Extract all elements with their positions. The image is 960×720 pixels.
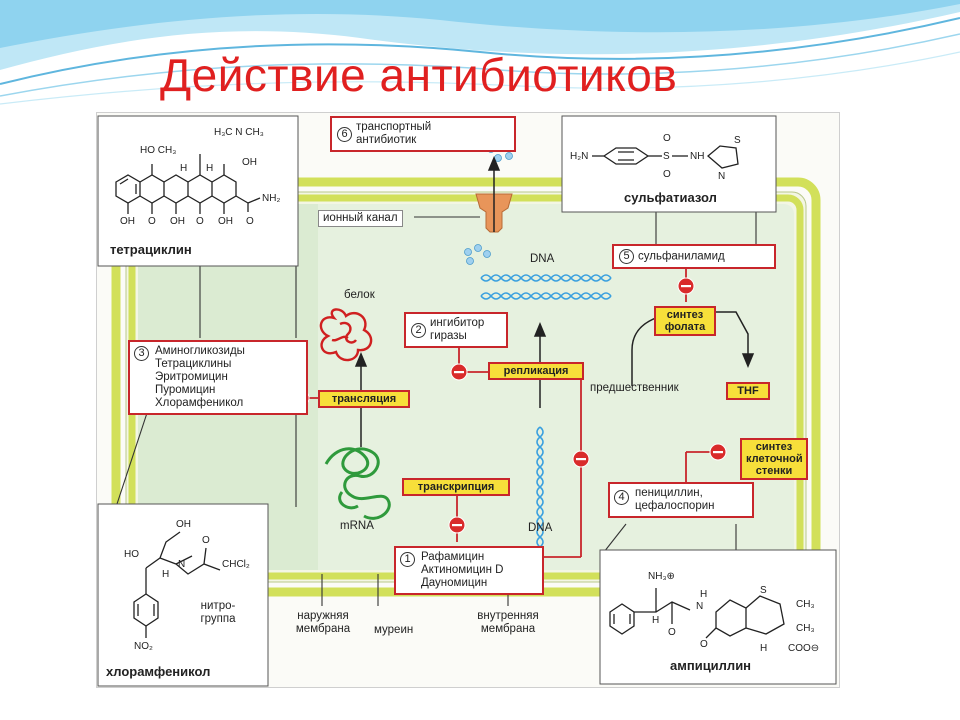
sulfanilamide-label: 5 сульфаниламид: [612, 244, 776, 269]
ampicillin-s: S: [760, 585, 767, 596]
tetracycline-oh-mid: OH: [170, 216, 185, 227]
ribosome-item-erythromycin: Эритромицин: [155, 371, 228, 383]
sulfathiazole-panel: [561, 115, 777, 213]
dna-bottom-label: DNA: [528, 522, 553, 534]
inner-membrane-label: внутренняя мембрана: [477, 610, 539, 635]
penicillin-label: 4 пенициллин, цефалоспорин: [608, 482, 754, 518]
chloramphenicol-structure: [133, 531, 221, 638]
tetracycline-nh2: NH₂: [262, 193, 281, 204]
rifamycin-item-rifamycin: Рафамицин: [421, 551, 485, 563]
ribosome-antibiotics-box: 3 Аминогликозиды Тетрациклины Эритромици…: [128, 340, 308, 415]
protein-icon: [319, 308, 373, 362]
step-number-1: 1: [400, 552, 415, 567]
step-number-4: 4: [614, 490, 629, 505]
tetracycline-panel: [97, 115, 299, 267]
sulfathiazole-structure: [592, 145, 739, 169]
thf-label: THF: [726, 382, 770, 400]
transport-antibiotic-label: 6транспортный антибиотик: [330, 116, 516, 152]
sulfathiazole-caption: сульфатиазол: [624, 190, 717, 205]
sulfathiazole-h2n: H₂N: [570, 151, 589, 162]
chloramphenicol-h: H: [162, 569, 170, 580]
sulfathiazole-s-ring: S: [734, 135, 741, 146]
page-title: Действие антибиотиков: [160, 49, 678, 101]
tetracycline-o3: O: [246, 216, 254, 227]
tetracycline-oh-right: OH: [242, 157, 257, 168]
rifamycin-item-daunomycin: Дауномицин: [421, 577, 488, 589]
tetracycline-oh3: OH: [218, 216, 233, 227]
ribosome-item-tetracyclines: Тетрациклины: [155, 358, 232, 370]
sulfathiazole-o-top: O: [663, 133, 671, 144]
tetracycline-structure: [115, 154, 261, 214]
ampicillin-ch3a: CH₃: [796, 599, 815, 610]
mrna-label: mRNA: [340, 520, 374, 532]
chloramphenicol-caption: хлорамфеникол: [106, 664, 211, 679]
ampicillin-coo: COO⊖: [788, 643, 820, 654]
sulfathiazole-o-bottom: O: [663, 169, 671, 180]
ampicillin-structure: [609, 588, 785, 639]
precursor-label: предшественник: [590, 382, 679, 394]
protein-label: белок: [344, 289, 375, 301]
ampicillin-ch3b: CH₃: [796, 623, 815, 634]
ribosome-item-aminoglycosides: Аминогликозиды: [155, 345, 245, 357]
penicillin-text: пенициллин, цефалоспорин: [635, 487, 715, 512]
step-number-3: 3: [134, 346, 149, 361]
gyrase-inhibitor-label: 2ингибитор гиразы: [404, 312, 508, 348]
transport-antibiotic-text: транспортный антибиотик: [356, 121, 432, 146]
rifamycin-box: 1 Рафамицин Актиномицин D Дауномицин: [394, 546, 544, 595]
transcription-label: транскрипция: [402, 478, 510, 496]
mrna-strand: [324, 447, 391, 520]
tetracycline-ho-ch3: HO CH₃: [140, 145, 177, 156]
chloramphenicol-o: O: [202, 535, 210, 546]
dna-helix-top: [480, 274, 612, 300]
ampicillin-o1: O: [668, 627, 676, 638]
ampicillin-nh3: NH₃⊕: [648, 571, 675, 582]
step-number-5: 5: [619, 249, 634, 264]
outer-membrane-label: наружняя мембрана: [295, 610, 351, 635]
sulfathiazole-s: S: [663, 151, 670, 162]
sulfathiazole-nh: NH: [690, 151, 705, 162]
ampicillin-n: N: [696, 601, 704, 612]
ampicillin-panel: [599, 549, 837, 685]
tetracycline-oh-bottom-left: OH: [120, 216, 135, 227]
step-number-6: 6: [337, 126, 352, 142]
chloramphenicol-panel: [97, 503, 269, 687]
ampicillin-h3: H: [760, 643, 768, 654]
translation-label: трансляция: [318, 390, 410, 408]
chloramphenicol-n: N: [178, 559, 186, 570]
tetracycline-o1: O: [148, 216, 156, 227]
tetracycline-h1: H: [180, 163, 188, 174]
tetracycline-h2: H: [206, 163, 214, 174]
sulfathiazole-n-ring: N: [718, 171, 726, 182]
sulfanilamide-text: сульфаниламид: [638, 250, 725, 263]
tetracycline-me2n: H₃C N CH₃: [214, 127, 264, 138]
gyrase-inhibitor-text: ингибитор гиразы: [430, 317, 485, 342]
cell-wall-synthesis-label: синтез клеточной стенки: [740, 438, 808, 480]
ampicillin-o2: O: [700, 639, 708, 650]
ion-channel-label: ионный канал: [318, 210, 403, 227]
murein-label: муреин: [374, 624, 414, 636]
ampicillin-h2: H: [652, 615, 660, 626]
rifamycin-item-actinomycin: Актиномицин D: [421, 564, 504, 576]
chloramphenicol-no2: NO₂: [134, 641, 153, 652]
ribosome-item-puromycin: Пуромицин: [155, 384, 216, 396]
replication-label: репликация: [488, 362, 584, 380]
tetracycline-o2: O: [196, 216, 204, 227]
chloramphenicol-chcl2: CHCl₂: [222, 559, 250, 570]
ampicillin-caption: ампициллин: [670, 658, 752, 673]
header-waves: [0, 0, 960, 105]
ampicillin-h: H: [700, 589, 708, 600]
chloramphenicol-ho: HO: [124, 549, 139, 560]
ribosome-item-chloramphenicol: Хлорамфеникол: [155, 397, 244, 409]
antibiotic-action-diagram: 6транспортный антибиотик ионный канал DN…: [96, 112, 840, 688]
tetracycline-caption: тетрациклин: [110, 242, 192, 257]
dna-top-label: DNA: [530, 253, 555, 265]
step-number-2: 2: [411, 322, 426, 338]
nitro-group-label: нитро-группа: [200, 600, 236, 625]
chloramphenicol-oh-top: OH: [176, 519, 191, 530]
folate-synthesis-label: синтез фолата: [654, 306, 716, 336]
